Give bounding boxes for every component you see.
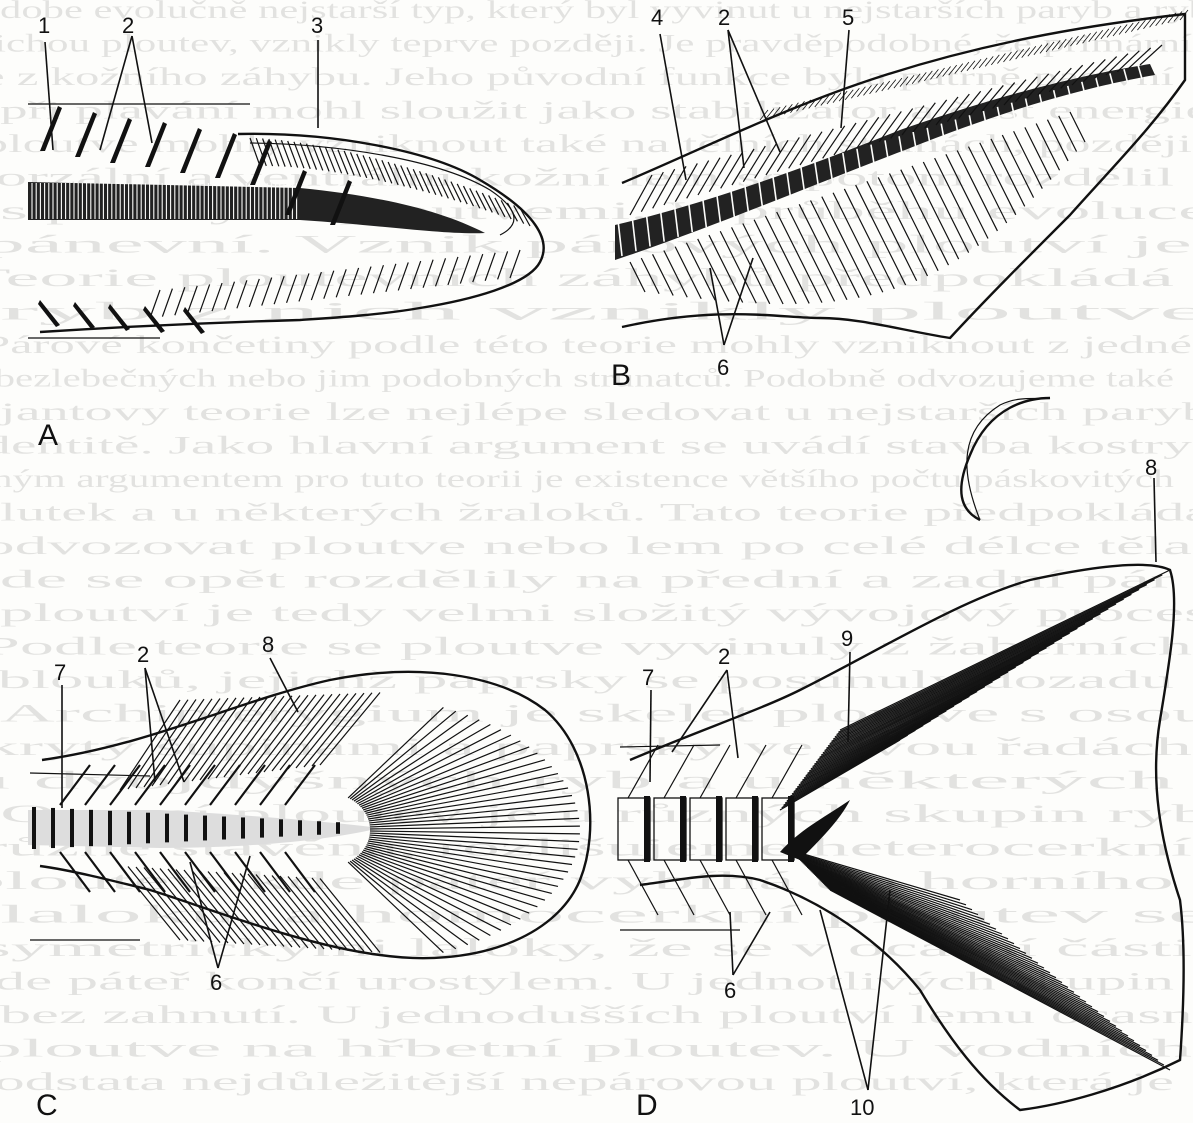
callout-b-6: 6 xyxy=(717,355,729,380)
callout-d-8: 8 xyxy=(1145,455,1157,480)
callout-b-4: 4 xyxy=(651,5,663,30)
callout-a-3: 3 xyxy=(311,13,323,38)
callout-b-2: 2 xyxy=(718,5,730,30)
callout-d-9: 9 xyxy=(841,626,853,651)
callout-c-6: 6 xyxy=(210,970,222,995)
callout-d-10: 10 xyxy=(850,1095,874,1120)
panel-label-b: B xyxy=(611,359,631,392)
background-text-line: bez zahnutí. U jednodušších ploutví lemu… xyxy=(0,1002,1193,1029)
callout-d-6: 6 xyxy=(724,978,736,1003)
callout-d-7: 7 xyxy=(642,665,654,690)
callout-c-2: 2 xyxy=(137,642,149,667)
callout-c-7: 7 xyxy=(54,660,66,685)
panel-label-c: C xyxy=(36,1089,58,1122)
background-text-line: jantovy teorie lze nejlépe sledovat u ne… xyxy=(0,399,1193,426)
background-text-line: dentitě. Jako hlavní argument se uvádí s… xyxy=(0,433,1193,460)
panel-label-d: D xyxy=(636,1089,658,1122)
background-text-line: ploutví je tedy velmi složitý vývojový p… xyxy=(0,600,1193,627)
background-text-line: lutek a u některých žraloků. Tato teorie… xyxy=(0,500,1193,527)
callout-a-1: 1 xyxy=(38,13,50,38)
background-text-line: odvozovat ploutve nebo lem po celé délce… xyxy=(0,533,1192,560)
background-text-line: Jiným argumentem pro tuto teorii je exis… xyxy=(0,466,1175,493)
panel-label-a: A xyxy=(38,419,58,452)
callout-c-8: 8 xyxy=(262,632,274,657)
background-text-line: ploutve na hřbetní ploutev. U vodních xyxy=(0,1036,1193,1063)
background-text-line: laloku, a homocerkní ploutev se xyxy=(0,902,1193,929)
callout-a-2: 2 xyxy=(122,13,134,38)
callout-b-5: 5 xyxy=(842,5,854,30)
callout-d-2: 2 xyxy=(718,644,730,669)
